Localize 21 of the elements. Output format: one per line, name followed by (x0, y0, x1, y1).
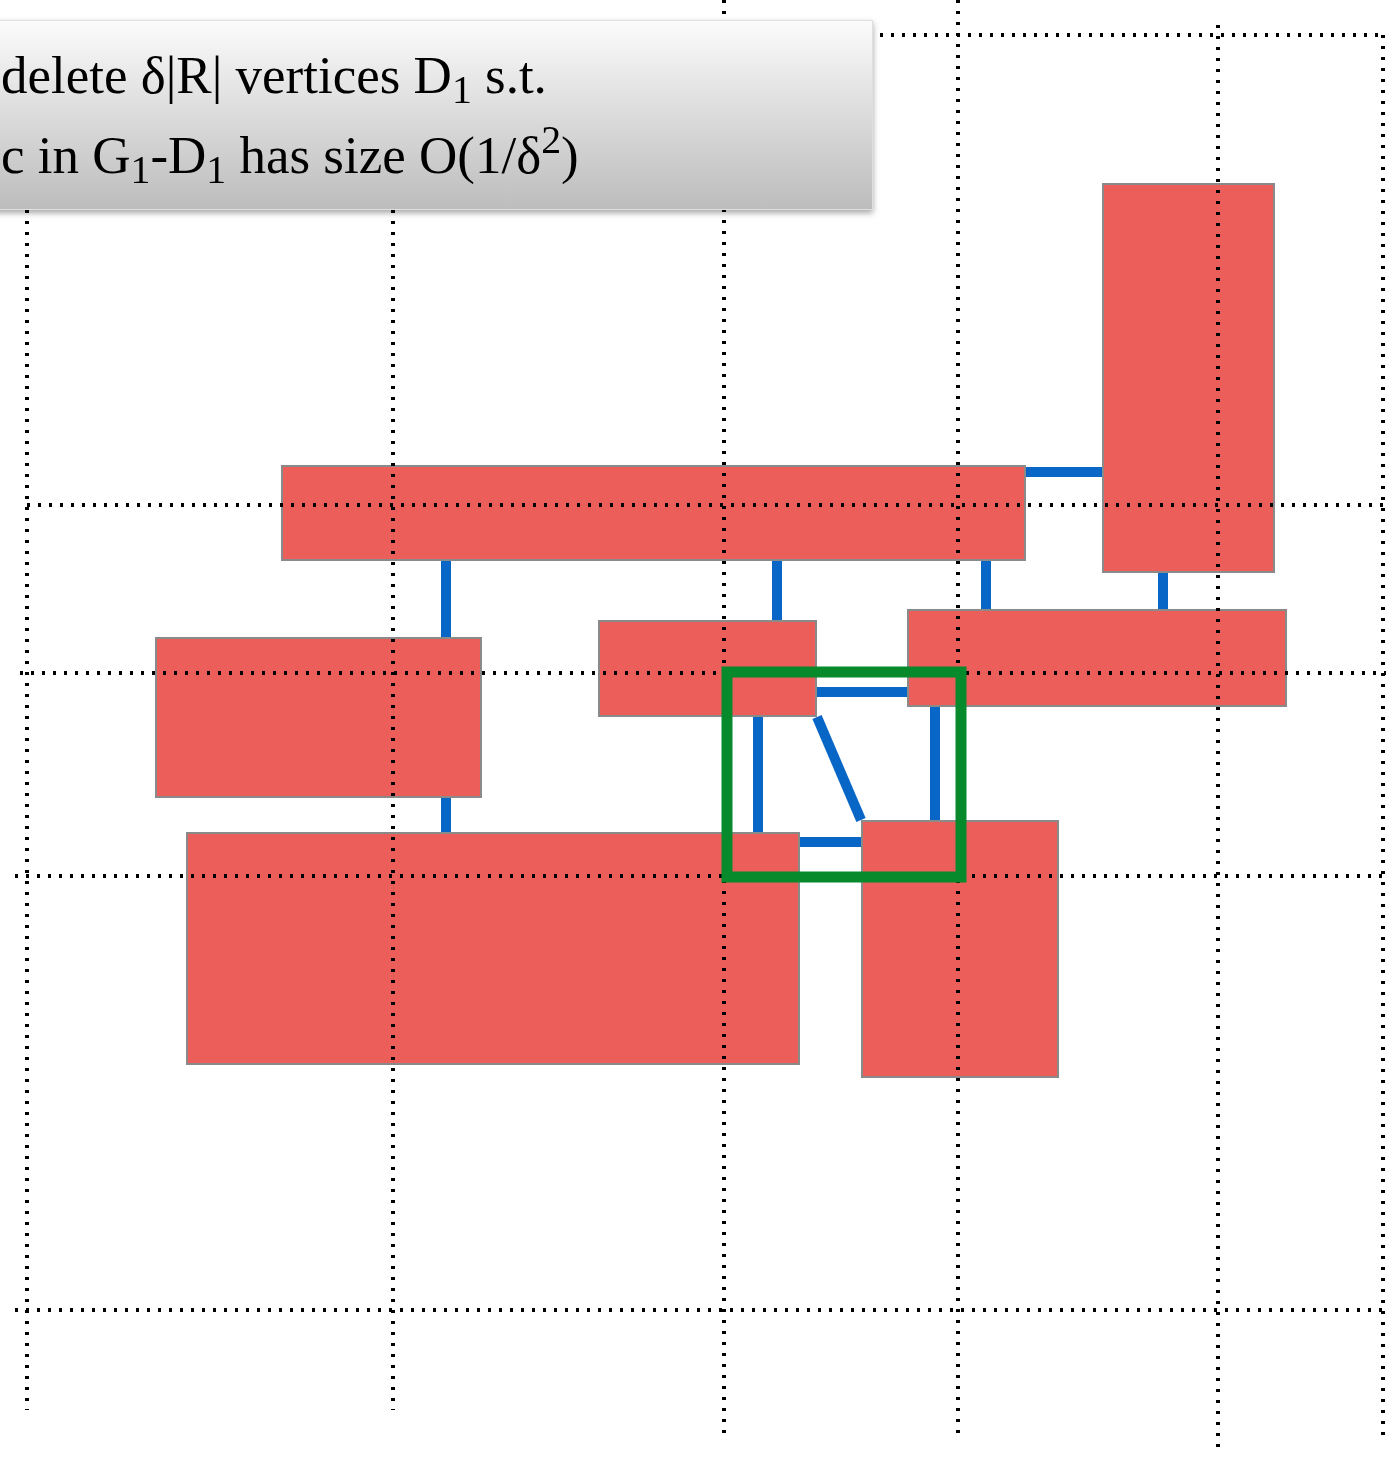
adjacency-edge (800, 837, 861, 847)
callout-text: c in G$_{1}$-D$_{1}$ has size O(1/δ$^{2}$) (1, 117, 580, 194)
callout-text: delete δ|R| vertices D$_{1}$ s.t. (1, 45, 548, 114)
region-rectangle (598, 620, 817, 717)
adjacency-edge (441, 798, 451, 832)
region-rectangle (186, 832, 800, 1065)
adjacency-edge (981, 561, 991, 609)
adjacency-edge (772, 561, 782, 620)
region-rectangle (1102, 183, 1275, 573)
region-rectangle (861, 820, 1059, 1078)
adjacency-edge (930, 707, 940, 820)
adjacency-edge (441, 561, 451, 637)
adjacency-edge (817, 687, 907, 697)
adjacency-edge (1026, 467, 1102, 477)
adjacency-edge (812, 715, 866, 822)
region-rectangle (281, 465, 1026, 561)
text-callout (0, 20, 873, 210)
region-rectangle (155, 637, 482, 798)
adjacency-edge (1158, 573, 1168, 609)
region-rectangle (907, 609, 1287, 707)
adjacency-edge (753, 717, 763, 832)
